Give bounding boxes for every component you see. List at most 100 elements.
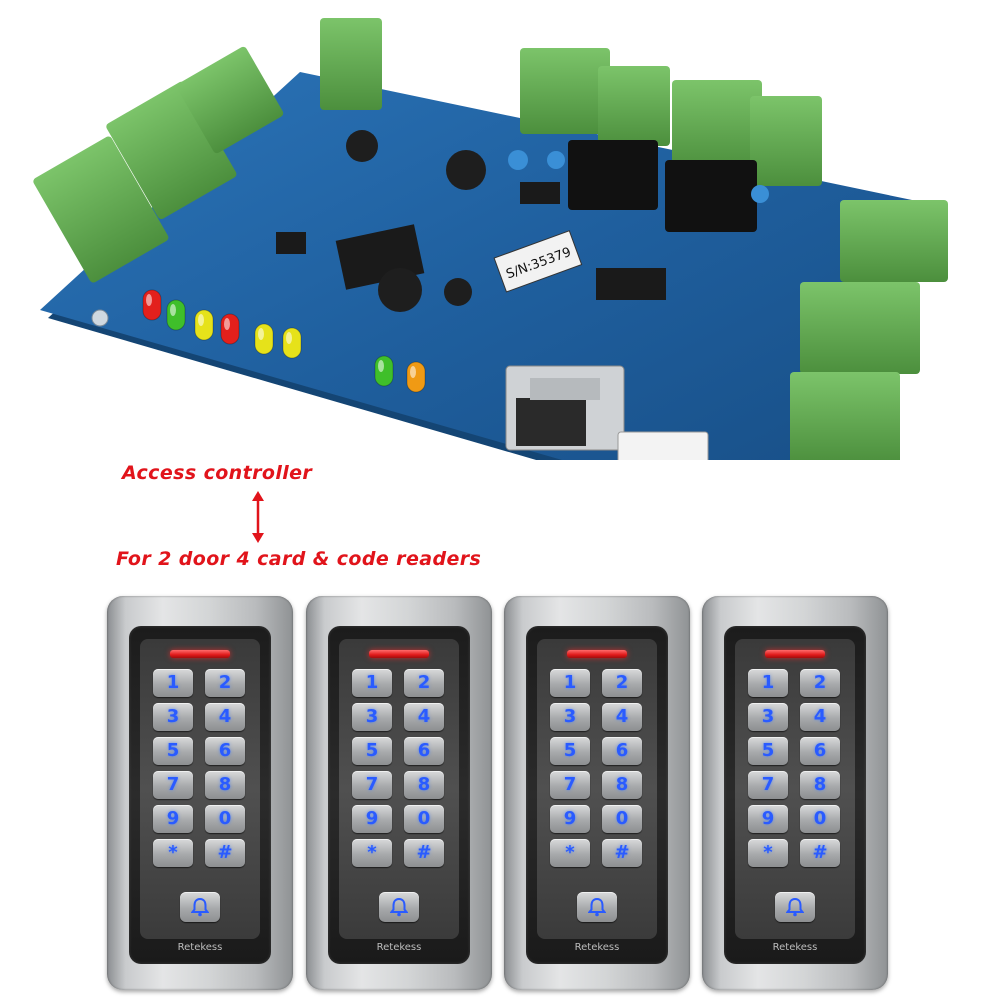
keypad-key[interactable]: 2	[602, 669, 642, 697]
keypad-key[interactable]: #	[404, 839, 444, 867]
doorbell-key[interactable]	[379, 892, 419, 922]
readers-label: For 2 door 4 card & code readers	[116, 548, 482, 570]
keypad-key[interactable]: 8	[404, 771, 444, 799]
top-terminals	[320, 18, 822, 186]
keypad-key[interactable]: 4	[404, 703, 444, 731]
capacitor	[508, 150, 528, 170]
keypad-key[interactable]: 3	[748, 703, 788, 731]
keypad-key[interactable]: 6	[404, 737, 444, 765]
keypad-key[interactable]: 6	[602, 737, 642, 765]
keypad-key[interactable]: 9	[550, 805, 590, 833]
capacitor	[446, 150, 486, 190]
doorbell-key[interactable]	[180, 892, 220, 922]
bell-icon	[191, 897, 209, 917]
keypad-key[interactable]: 1	[550, 669, 590, 697]
brand-label: Retekess	[376, 942, 422, 953]
keypad-key[interactable]: *	[153, 839, 193, 867]
keypad-key[interactable]: 3	[550, 703, 590, 731]
mount-hole	[91, 309, 109, 327]
keypad-key[interactable]: 7	[352, 771, 392, 799]
access-controller-label: Access controller	[122, 462, 313, 484]
access-controller-board: S/N:35379	[0, 0, 1000, 528]
keypad-key[interactable]: 3	[352, 703, 392, 731]
brand-label: Retekess	[574, 942, 620, 953]
status-led	[406, 361, 426, 393]
keypad-key[interactable]: 7	[550, 771, 590, 799]
bell-icon	[786, 897, 804, 917]
keypad-key[interactable]: #	[205, 839, 245, 867]
keypad-key[interactable]: 9	[748, 805, 788, 833]
keypad-key[interactable]: 1	[748, 669, 788, 697]
keypad-key[interactable]: 7	[748, 771, 788, 799]
status-led	[166, 299, 186, 331]
keypad-key[interactable]: 7	[153, 771, 193, 799]
keypad-key[interactable]: 6	[205, 737, 245, 765]
keypad-key[interactable]: 6	[800, 737, 840, 765]
keypad-key[interactable]: 9	[153, 805, 193, 833]
capacitor	[346, 130, 378, 162]
keypad-key[interactable]: 4	[800, 703, 840, 731]
keypad-key[interactable]: #	[602, 839, 642, 867]
keypad-key[interactable]: 3	[153, 703, 193, 731]
keypad-key[interactable]: 5	[748, 737, 788, 765]
keypad-key[interactable]: 2	[404, 669, 444, 697]
white-connector	[617, 431, 709, 473]
bell-icon	[390, 897, 408, 917]
keypad-key[interactable]: *	[352, 839, 392, 867]
capacitor	[378, 268, 422, 312]
doorbell-key[interactable]	[577, 892, 617, 922]
led-group	[142, 289, 426, 393]
keypad-key[interactable]: 0	[404, 805, 444, 833]
status-led	[282, 327, 302, 359]
keypad-key[interactable]: 5	[550, 737, 590, 765]
keypad-key[interactable]: *	[748, 839, 788, 867]
double-arrow-icon	[252, 491, 264, 543]
keypad-key[interactable]: 1	[153, 669, 193, 697]
keypad-key[interactable]: 0	[205, 805, 245, 833]
doorbell-key[interactable]	[775, 892, 815, 922]
left-terminals	[33, 46, 284, 283]
keypad-key[interactable]: 2	[800, 669, 840, 697]
keypad-key[interactable]: *	[550, 839, 590, 867]
chip	[276, 232, 306, 254]
keypad-key[interactable]: 8	[205, 771, 245, 799]
ethernet-port	[505, 365, 625, 451]
keypad-key[interactable]: 9	[352, 805, 392, 833]
keypad-key[interactable]: 5	[153, 737, 193, 765]
keypad-key[interactable]: 8	[602, 771, 642, 799]
status-led	[142, 289, 162, 321]
keypad-key[interactable]: 8	[800, 771, 840, 799]
brand-label: Retekess	[772, 942, 818, 953]
keypad-key[interactable]: 0	[602, 805, 642, 833]
keypad-key[interactable]: 4	[602, 703, 642, 731]
status-indicator	[567, 650, 627, 658]
keypad-key[interactable]: #	[800, 839, 840, 867]
keypad-key[interactable]: 0	[800, 805, 840, 833]
keypad-key[interactable]: 4	[205, 703, 245, 731]
keypad-key[interactable]: 1	[352, 669, 392, 697]
keypad-key[interactable]: 2	[205, 669, 245, 697]
relay	[568, 140, 658, 210]
status-indicator	[170, 650, 230, 658]
keypad-key[interactable]: 5	[352, 737, 392, 765]
capacitor	[751, 185, 769, 203]
capacitor	[444, 278, 472, 306]
brand-label: Retekess	[177, 942, 223, 953]
